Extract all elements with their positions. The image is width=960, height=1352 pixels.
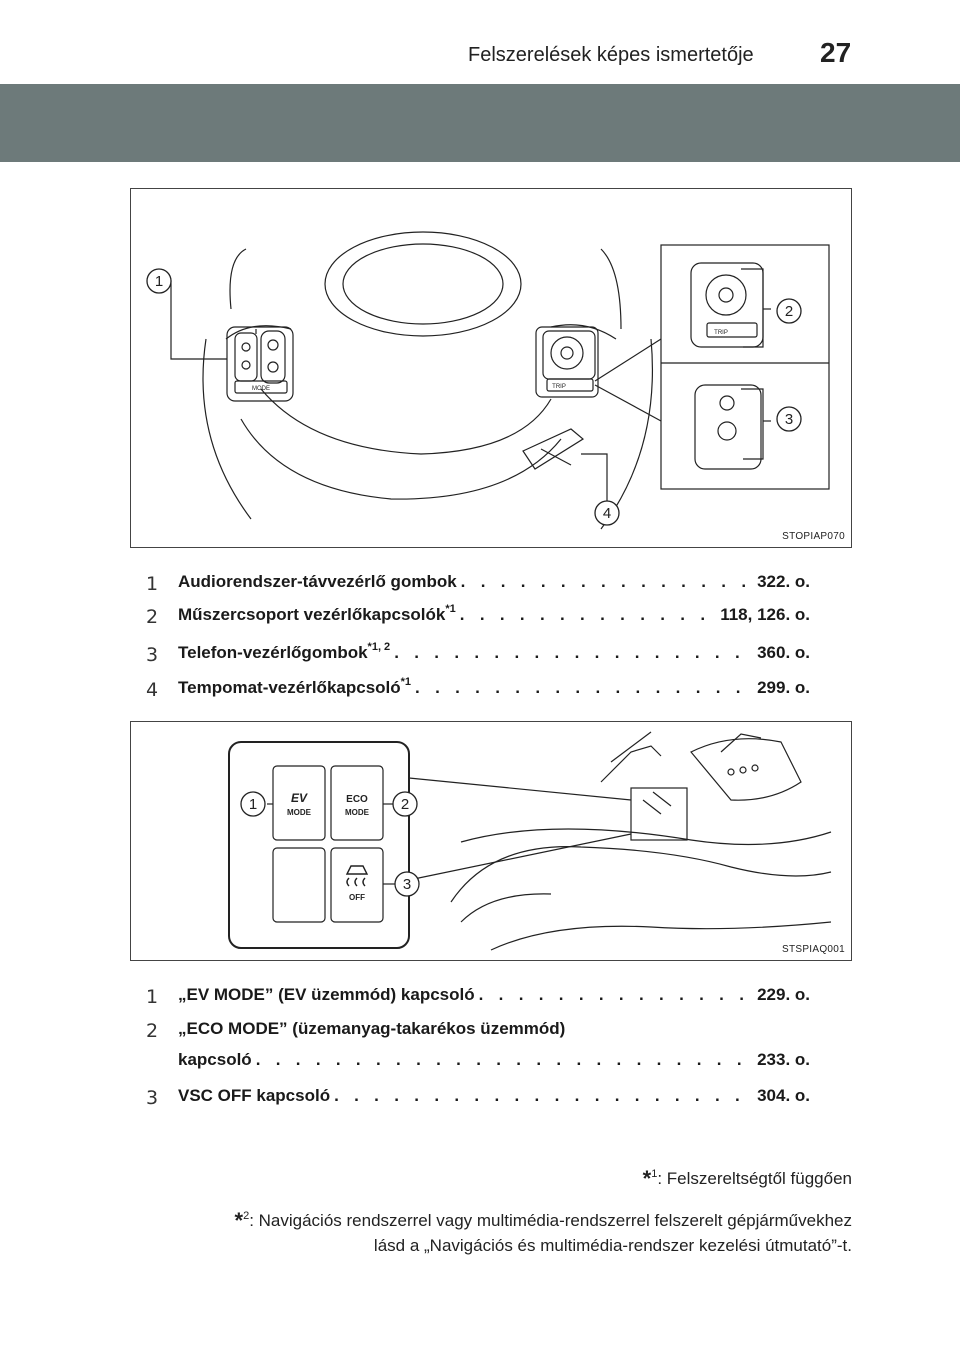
callout-2: 2 bbox=[785, 303, 793, 320]
trip-label-inset: TRIP bbox=[714, 330, 728, 336]
item-label: Műszercsoport vezérlőkapcsolók bbox=[178, 605, 446, 624]
callout-1: 1 bbox=[155, 273, 163, 290]
page-reference: 299. o. bbox=[757, 678, 810, 697]
item-number: 1 bbox=[145, 573, 159, 595]
leader-dots: . . . . . . . . . . . . . . . . . . . . … bbox=[394, 643, 753, 662]
page-number: 27 bbox=[820, 37, 852, 68]
leader-dots: . . . . . . . . . . . . . . . . . . . . … bbox=[459, 605, 716, 624]
leader-dots: . . . . . . . . . . . . . . . . . . . . … bbox=[478, 985, 753, 1004]
item-label: Tempomat-vezérlőkapcsoló bbox=[178, 678, 401, 697]
vsc-button-bottom-label: OFF bbox=[349, 893, 365, 902]
callout-2: 2 bbox=[401, 796, 409, 813]
footnote-text-continued: lásd a „Navigációs és multimédia-rendsze… bbox=[373, 1236, 852, 1255]
header-band bbox=[0, 84, 960, 162]
callout-3: 3 bbox=[403, 876, 411, 893]
footnote-1: *1: Felszereltségtől függően bbox=[643, 1166, 852, 1192]
steering-wheel-illustration: 1 2 3 4 MODE TRIP TRIP bbox=[146, 231, 830, 530]
footnote-mark: *1 bbox=[445, 603, 456, 615]
eco-button-bottom-label: MODE bbox=[345, 808, 370, 817]
item-number: 2 bbox=[145, 606, 159, 628]
steering-wheel-figure: 1 2 3 4 MODE TRIP TRIP STOPIAP070 bbox=[130, 188, 852, 548]
item-label-continued: kapcsoló bbox=[178, 1050, 252, 1069]
item-number: 2 bbox=[145, 1020, 159, 1042]
page-reference: 229. o. bbox=[757, 985, 810, 1004]
item-number: 1 bbox=[145, 986, 159, 1008]
footnote-number: 1 bbox=[651, 1168, 658, 1180]
figure-code: STOPIAP070 bbox=[782, 531, 845, 542]
footnote-star: * bbox=[642, 1166, 652, 1191]
ev-button-bottom-label: MODE bbox=[287, 808, 312, 817]
skid-car-icon bbox=[345, 865, 369, 887]
leader-dots: . . . . . . . . . . . . . . . . . . . . … bbox=[460, 572, 753, 591]
item-number: 4 bbox=[145, 679, 159, 701]
footnote-mark: *1 bbox=[400, 676, 412, 688]
footnote-text: : Felszereltségtől függően bbox=[657, 1169, 852, 1188]
page-reference: 360. o. bbox=[757, 643, 810, 662]
item-number: 3 bbox=[145, 644, 159, 666]
item-label: „EV MODE” (EV üzemmód) kapcsoló bbox=[178, 985, 475, 1004]
page-reference: 322. o. bbox=[757, 572, 810, 591]
console-illustration: EV MODE ECO MODE OFF 1 2 3 bbox=[228, 731, 832, 951]
item-number: 3 bbox=[145, 1087, 159, 1109]
page-reference: 233. o. bbox=[757, 1050, 810, 1069]
leader-dots: . . . . . . . . . . . . . . . . . . . . … bbox=[255, 1050, 753, 1069]
callout-1: 1 bbox=[249, 796, 257, 813]
footnote-star: * bbox=[234, 1208, 244, 1233]
eco-button-top-label: ECO bbox=[346, 794, 368, 805]
leader-dots: . . . . . . . . . . . . . . . . . . . . … bbox=[415, 678, 753, 697]
callout-4: 4 bbox=[603, 505, 611, 522]
footnote-text: : Navigációs rendszerrel vagy multimédia… bbox=[249, 1211, 852, 1230]
footnote-mark: *1, 2 bbox=[367, 641, 391, 653]
trip-label: TRIP bbox=[552, 384, 566, 390]
callout-3: 3 bbox=[785, 411, 793, 428]
item-label: VSC OFF kapcsoló bbox=[178, 1086, 331, 1105]
item-label: Telefon-vezérlőgombok bbox=[178, 643, 368, 662]
console-switches-figure: EV MODE ECO MODE OFF 1 2 3 STSPIAQ001 bbox=[130, 721, 852, 961]
page-reference: 304. o. bbox=[757, 1086, 810, 1105]
page-header-title: Felszerelések képes ismertetője bbox=[468, 44, 754, 66]
footnote-number: 2 bbox=[243, 1210, 250, 1222]
figure-code: STSPIAQ001 bbox=[781, 944, 845, 955]
ev-button-top-label: EV bbox=[291, 791, 308, 805]
item-label: Audiorendszer-távvezérlő gombok bbox=[178, 572, 457, 591]
item-label: „ECO MODE” (üzemanyag-takarékos üzemmód) bbox=[178, 1019, 566, 1038]
footnote-2: *2: Navigációs rendszerrel vagy multiméd… bbox=[235, 1208, 853, 1234]
page-reference: 118, 126. o. bbox=[720, 605, 810, 624]
footnote-2-continued: lásd a „Navigációs és multimédia-rendsze… bbox=[374, 1236, 852, 1256]
mode-label: MODE bbox=[252, 386, 270, 392]
leader-dots: . . . . . . . . . . . . . . . . . . . . … bbox=[334, 1086, 753, 1105]
